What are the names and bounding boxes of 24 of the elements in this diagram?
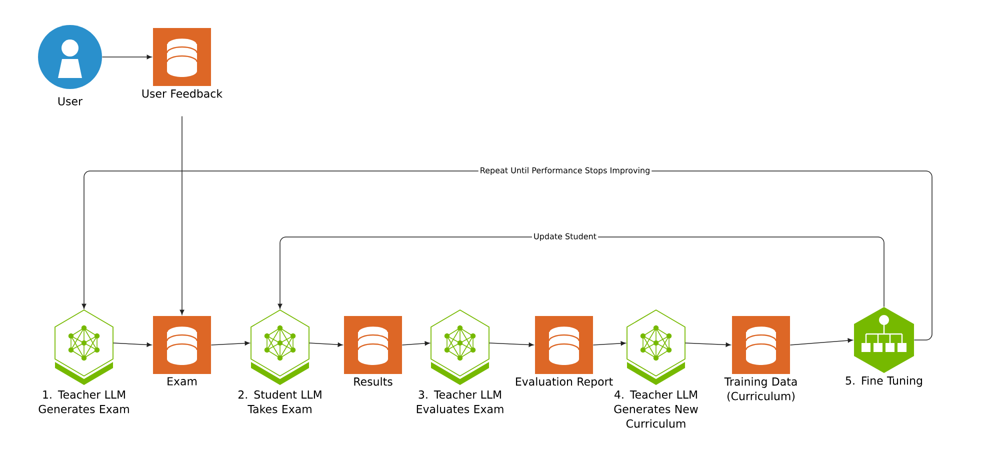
node-label: User xyxy=(58,97,83,106)
node-label: Evaluation Report xyxy=(516,377,613,388)
arrow xyxy=(488,342,534,347)
node-label: Exam xyxy=(168,377,197,386)
node-label: 2. Student LLM Takes Exam xyxy=(238,390,322,414)
node-label: Training Data (Curriculum) xyxy=(724,377,797,402)
node-label: User Feedback xyxy=(142,89,223,98)
node-label: 1. Teacher LLM Generates Exam xyxy=(38,390,129,414)
edge-label: Repeat Until Performance Stops Improving xyxy=(478,166,652,176)
arrow xyxy=(278,236,884,309)
node-label: 4. Teacher LLM Generates New Curriculum xyxy=(614,390,698,428)
arrow xyxy=(112,342,152,347)
arrow xyxy=(790,338,853,346)
node-label: 3. Teacher LLM Evaluates Exam xyxy=(416,390,504,414)
arrow xyxy=(210,341,250,346)
edge-label: Update Student xyxy=(532,232,598,242)
arrow xyxy=(308,342,343,347)
arrow xyxy=(402,341,430,346)
arrow xyxy=(592,341,626,346)
arrow xyxy=(180,116,184,315)
arrow xyxy=(102,54,152,60)
node-label: Results xyxy=(354,377,392,386)
node-label: 5. Fine Tuning xyxy=(846,376,922,387)
arrow xyxy=(684,342,731,347)
